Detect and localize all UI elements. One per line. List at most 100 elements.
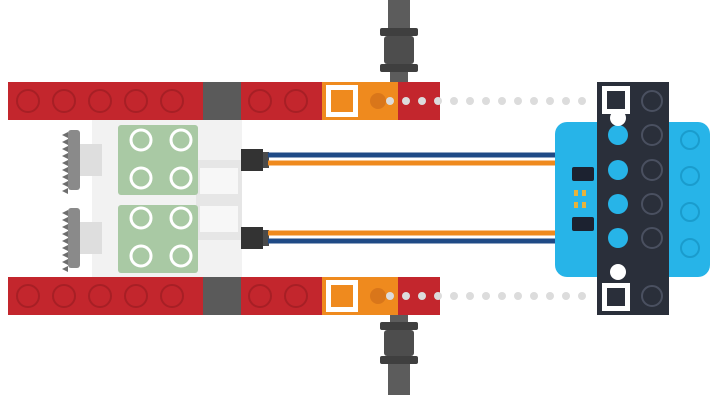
top-red-beam-holes [16,89,308,113]
guide-dot [402,292,410,300]
plate-stud [608,160,628,180]
guide-dot [578,97,586,105]
gear-tooth [62,146,68,152]
beam-hole [284,89,308,113]
hub-stud [680,130,700,150]
hub-port-2 [572,217,594,231]
gear-tooth [62,181,68,187]
gear-tooth [62,259,68,265]
gear-tooth [62,167,68,173]
motor-icon [118,205,198,273]
guide-dot [434,292,442,300]
guide-dot [562,97,570,105]
top-axle [380,0,418,84]
top-wires [268,152,578,177]
beam-hole [124,89,148,113]
gear-tooth [62,266,68,272]
top-axle-shaft [388,0,410,28]
gear-icon [62,208,102,272]
top-wire-orange [268,160,572,177]
gear-tooth [62,238,68,244]
bottom-orange-connector [322,277,398,315]
bottom-motor-studs [129,206,193,268]
plate-stud [641,124,663,146]
gear-icon [62,130,102,194]
bottom-cable-plug [241,227,269,249]
motor-icon [118,125,198,195]
guide-dot [546,97,554,105]
beam-hole [160,284,184,308]
gear-tooth [62,132,68,138]
top-cable-plug-body [241,149,263,171]
gear-tooth [62,252,68,258]
motor-stud [129,244,153,268]
guide-dot [482,97,490,105]
top-axle-bushing [384,36,414,64]
bottom-red-beam-holes [16,284,308,308]
beam-hole [16,89,40,113]
plate-stud [641,285,663,307]
guide-dot [418,97,426,105]
hub-stud [680,202,700,222]
hub-stud [680,166,700,186]
guide-dot [578,292,586,300]
guide-dot [466,97,474,105]
gear-tooth [62,188,68,194]
beam-hole [248,89,272,113]
hub-pin-3 [574,202,578,208]
hub-port-1 [572,167,594,181]
white-frame-latch-bottom [200,206,238,232]
top-motor [118,125,198,195]
plate-bottom-square-hole [607,288,625,306]
gear-hub [80,144,102,176]
top-cable-plug [241,149,269,171]
beam-hole [52,284,76,308]
guide-dot [402,97,410,105]
hub-side-studs [680,130,700,258]
plate-stud [608,194,628,214]
top-cable-plug-tip [263,152,269,168]
gear-tooth [62,160,68,166]
top-axle-collar [380,28,418,36]
plate-stud [608,125,628,145]
beam-hole [160,89,184,113]
guide-dot [450,292,458,300]
guide-dot [466,292,474,300]
gear-body [68,208,80,268]
guide-dot [450,97,458,105]
bottom-axle-collar [380,322,418,330]
motor-stud [129,206,153,230]
guide-dot [482,292,490,300]
plate-stud [641,193,663,215]
bottom-cable-plug-body [241,227,263,249]
bottom-wire-orange [268,221,572,236]
gear-tooth [62,139,68,145]
guide-dot [530,97,538,105]
top-orange-connector-hole [370,93,386,109]
gear-hub [80,222,102,254]
hub-pin-1 [574,190,578,196]
bottom-orange-connector-hole [370,288,386,304]
guide-dot [546,292,554,300]
dark-plate-body [597,82,669,315]
gear-tooth [62,231,68,237]
bottom-guide-dotted-line [386,292,586,300]
white-frame-latch-top [200,168,238,194]
guide-dot [386,97,394,105]
motor-stud [169,244,193,268]
hub-pin-2 [582,190,586,196]
gear-tooth [62,224,68,230]
gear-tooth [62,210,68,216]
motor-stud [169,128,193,152]
hub-stud [680,238,700,258]
top-guide-dotted-line [386,97,586,105]
top-motor-studs [129,128,193,190]
top-axle-stub [390,72,408,84]
dark-plate [597,82,669,315]
guide-dot [434,97,442,105]
motor-stud [129,128,153,152]
plate-stud [641,159,663,181]
beam-hole [52,89,76,113]
